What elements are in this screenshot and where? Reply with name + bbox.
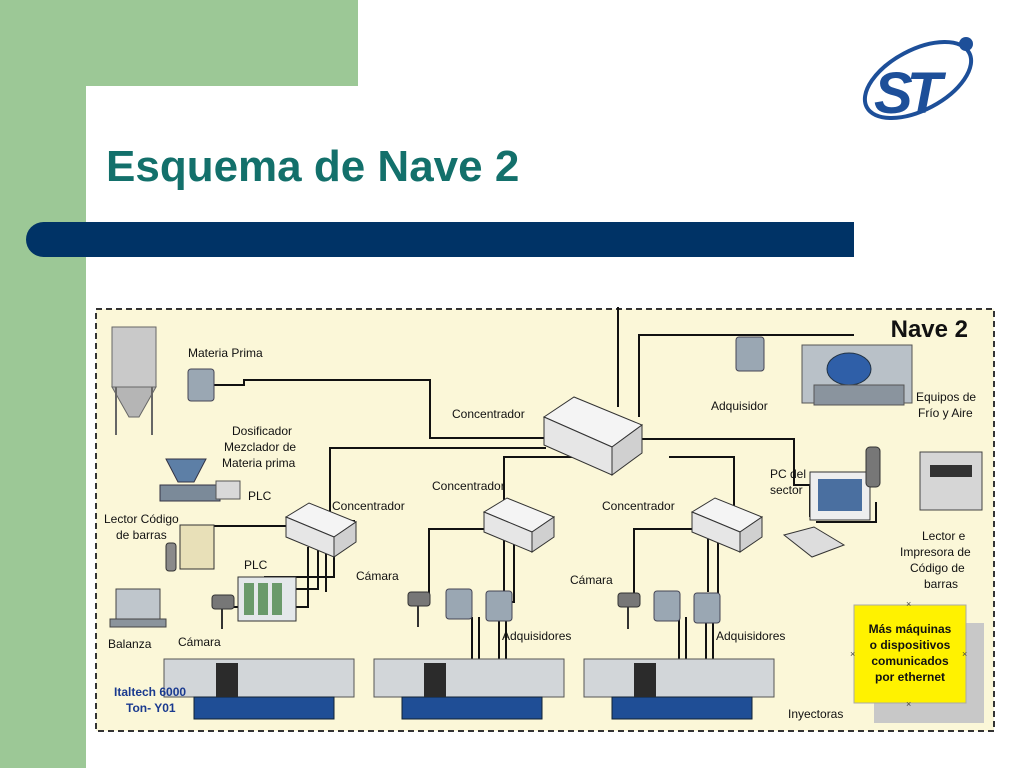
label-inyectoras: Inyectoras [788,707,843,721]
label-plc-2: PLC [244,558,268,572]
label-adquisidores-1: Adquisidores [502,629,571,643]
label-plc-1: PLC [248,489,272,503]
label-concentrador-right: Concentrador [602,499,675,513]
label-camara-3: Cámara [570,573,613,587]
label-dosificador-3: Materia prima [222,456,296,470]
barcode-reader-left-icon [165,542,177,572]
injection-machine-1-icon [163,658,355,720]
camera-1-icon [211,594,235,629]
label-camara-1: Cámara [178,635,221,649]
main-hub-icon [542,396,644,476]
label-balanza: Balanza [108,637,152,651]
label-lector-imp-2: Impresora de [900,545,971,559]
label-adquisidor: Adquisidor [711,399,768,413]
label-lector-imp-1: Lector e [922,529,966,543]
chiller-equipment-icon [801,344,913,406]
label-mas-1: Más máquinas [869,622,952,636]
label-mas-4: por ethernet [875,670,945,684]
network-diagram: ×× ×× Nave 2 Materia Prima Concentrador … [94,307,996,733]
logo-orbit-icon [862,37,974,120]
label-lector-codigo-1: Lector Código [104,512,179,526]
label-lector-codigo-2: de barras [116,528,167,542]
dosing-mixer-icon [159,458,241,502]
diagram-heading: Nave 2 [891,316,968,343]
sector-pc-icon [782,471,871,558]
barcode-printer-icon [865,446,983,511]
logo-text: ST [874,61,942,126]
plc-module-icon [237,576,297,622]
label-equipos-1: Equipos de [916,390,976,404]
svg-text:×: × [906,599,911,609]
label-adquisidores-2: Adquisidores [716,629,785,643]
acquisition-pair-1-icon [445,588,513,622]
label-lector-imp-4: barras [924,577,958,591]
acquisition-module-top-icon [735,336,765,372]
svg-text:×: × [962,649,967,659]
label-pc-2: sector [770,483,803,497]
label-concentrador-top: Concentrador [452,407,525,421]
label-concentrador-mid: Concentrador [432,479,505,493]
middle-hub-icon [482,497,556,553]
label-dosificador-2: Mezclador de [224,440,296,454]
camera-3-icon [617,592,641,629]
left-hub-icon [284,502,358,558]
label-lector-imp-3: Código de [910,561,965,575]
label-camara-2: Cámara [356,569,399,583]
acquisition-pair-2-icon [653,590,721,624]
slide-title: Esquema de Nave 2 [106,142,520,191]
tower-computer-icon [179,524,215,570]
svg-text:×: × [906,699,911,709]
label-dosificador-1: Dosificador [232,424,292,438]
label-concentrador-left: Concentrador [332,499,405,513]
label-mas-3: comunicados [871,654,949,668]
top-green-block [86,0,358,86]
svg-text:×: × [850,649,855,659]
label-mas-2: o dispositivos [870,638,951,652]
acquisition-module-icon [187,368,215,402]
label-materia-prima: Materia Prima [188,346,263,360]
label-pc-1: PC del [770,467,806,481]
label-equipos-2: Frío y Aire [918,406,973,420]
company-logo: ST [858,22,984,132]
camera-2-icon [407,591,431,627]
label-italtech-1: Italtech 6000 [114,685,186,699]
more-devices-box [853,604,967,704]
right-hub-icon [690,497,764,553]
weighing-scale-icon [109,588,167,628]
injection-machine-2-icon [373,658,565,720]
raw-material-silo-icon [111,326,157,435]
title-underline-bar [26,222,854,257]
left-green-band [0,0,86,768]
injection-machine-3-icon [583,658,775,720]
more-devices-markers: × × × × [850,599,967,709]
label-italtech-2: Ton- Y01 [126,701,176,715]
